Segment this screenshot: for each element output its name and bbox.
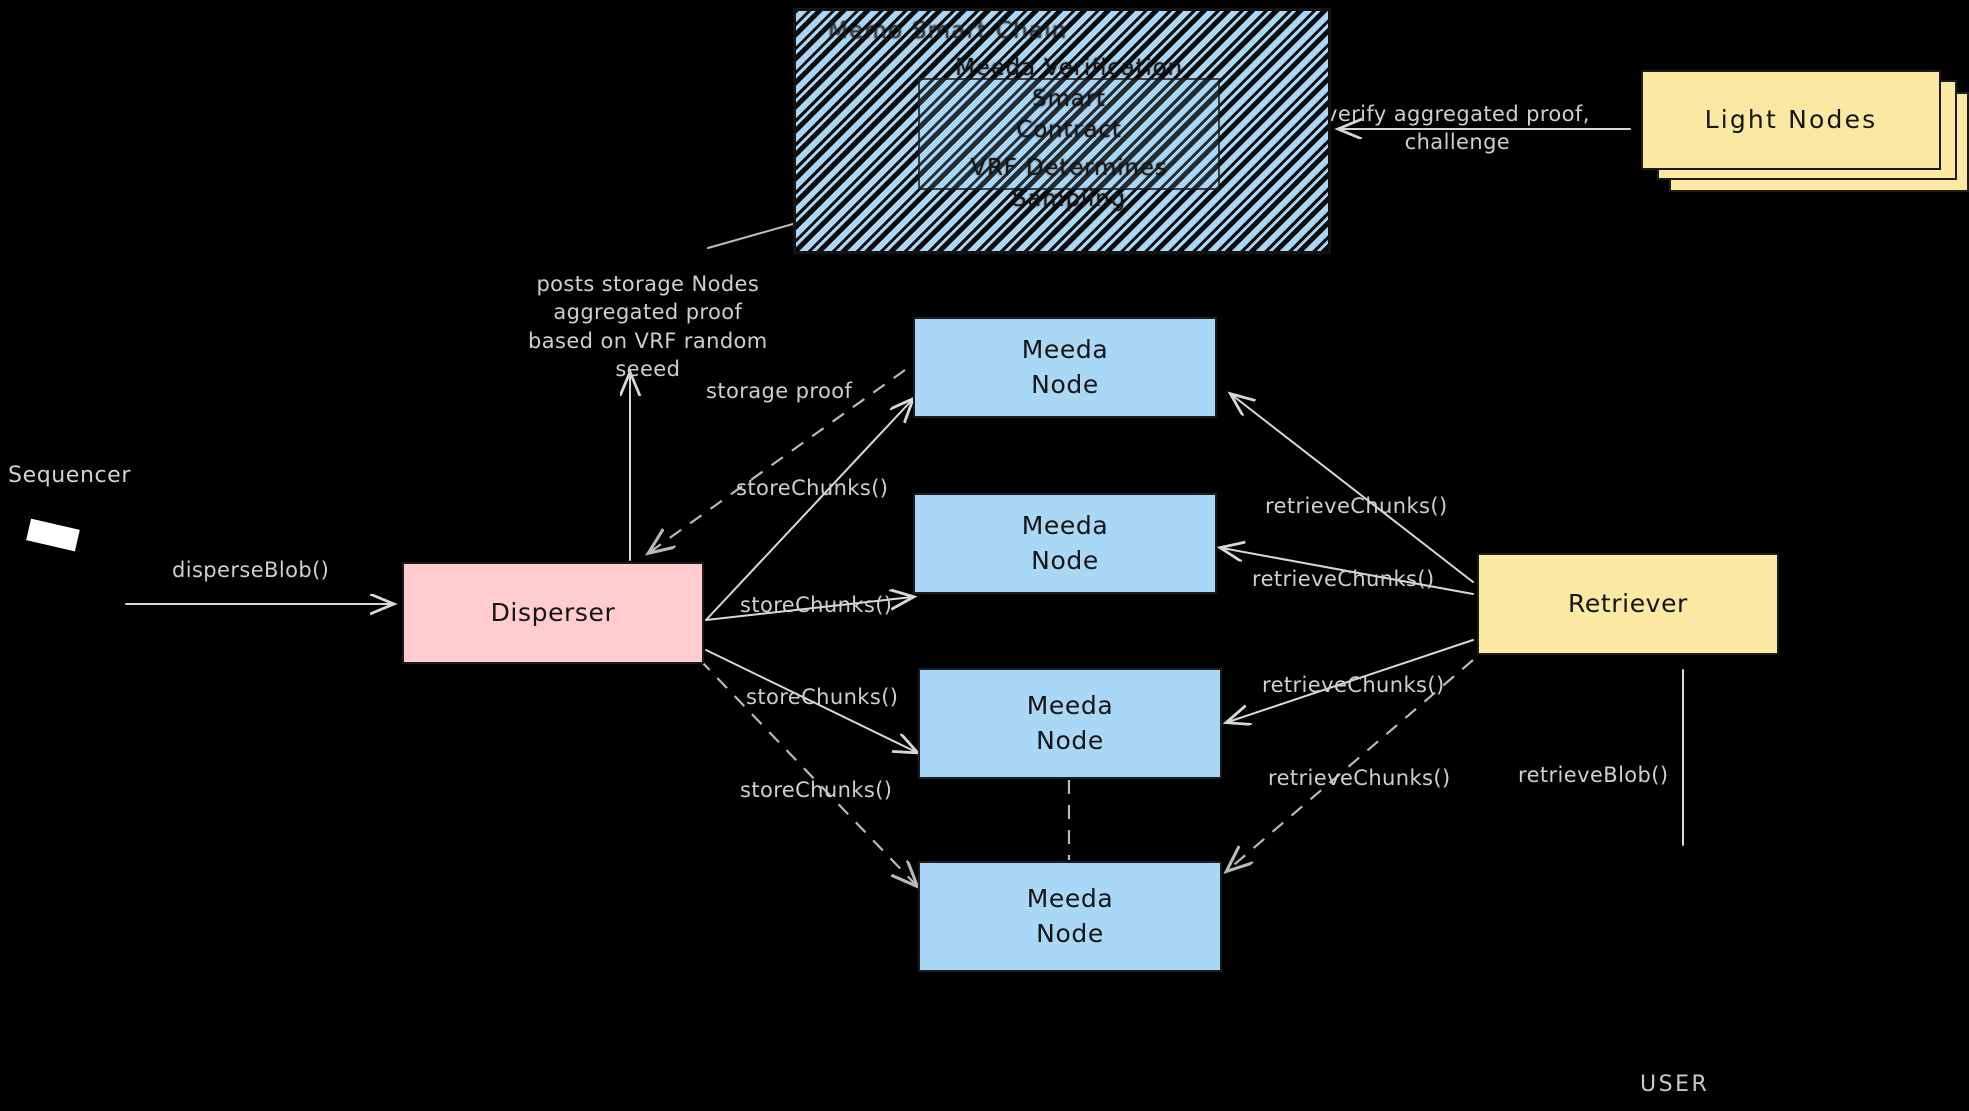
meeda-node-2-line1: Meeda	[1021, 511, 1109, 540]
meeda-node-4-line1: Meeda	[1026, 884, 1114, 913]
meeda-verification-contract-box[interactable]: Meeda Verification Smart Contract VRF De…	[918, 55, 1220, 212]
meeda-node-4[interactable]: Meeda Node	[918, 861, 1222, 972]
meeda-node-1-line1: Meeda	[1021, 335, 1109, 364]
edge-label-verify-proof: verify aggregated proof, challenge	[1325, 102, 1590, 155]
meeda-node-2-label: Meeda Node	[1022, 509, 1109, 578]
edge-label-retrieve-chunks-4: retrieveChunks()	[1268, 766, 1451, 790]
meeda-node-1[interactable]: Meeda Node	[913, 317, 1217, 418]
edge-store-chunks-1	[705, 400, 912, 621]
contract-name-line1: Meeda Verification Smart	[955, 55, 1183, 113]
retriever-label: Retriever	[1568, 588, 1688, 618]
meeda-node-3-label: Meeda Node	[1027, 689, 1114, 758]
meeda-node-2-line2: Node	[1031, 545, 1099, 575]
light-nodes-label: Light Nodes	[1704, 104, 1878, 134]
edge-label-retrieve-chunks-1: retrieveChunks()	[1265, 494, 1448, 518]
disperser-label: Disperser	[490, 597, 616, 627]
edge-label-retrieve-blob: retrieveBlob()	[1518, 763, 1669, 787]
edge-label-store-chunks-4: storeChunks()	[740, 778, 893, 802]
disperser-box[interactable]: Disperser	[402, 562, 704, 664]
edge-label-retrieve-chunks-2: retrieveChunks()	[1252, 567, 1435, 591]
meeda-node-1-line2: Node	[1031, 369, 1099, 399]
meeda-node-2[interactable]: Meeda Node	[913, 493, 1217, 594]
edge-label-disperse-blob: disperseBlob()	[172, 558, 330, 582]
edge-label-storage-proof: storage proof	[706, 379, 853, 403]
edge-label-store-chunks-2: storeChunks()	[740, 593, 893, 617]
meeda-node-4-label: Meeda Node	[1027, 882, 1114, 951]
edge-label-store-chunks-1: storeChunks()	[736, 476, 889, 500]
edge-label-posts-proof: posts storage Nodes aggregated proof bas…	[528, 272, 768, 382]
edge-label-store-chunks-3: storeChunks()	[746, 685, 899, 709]
memo-smart-chain-title: Memo Smart Chain	[828, 18, 1068, 44]
contract-name-line2: Contract	[1016, 117, 1122, 144]
edge-retrieve-chunks-1	[1232, 395, 1474, 583]
memo-smart-chain-box[interactable]	[793, 8, 1331, 254]
edge-label-retrieve-chunks-3: retrieveChunks()	[1262, 673, 1445, 697]
meeda-node-3[interactable]: Meeda Node	[918, 668, 1222, 779]
retriever-box[interactable]: Retriever	[1477, 553, 1779, 655]
light-nodes-box[interactable]: Light Nodes	[1641, 70, 1941, 170]
meeda-node-4-line2: Node	[1036, 918, 1104, 948]
meeda-node-3-line2: Node	[1036, 725, 1104, 755]
user-label: USER	[1640, 1072, 1710, 1097]
sequencer-label: Sequencer	[8, 463, 131, 488]
meeda-node-3-line1: Meeda	[1026, 691, 1114, 720]
edge-posts-proof-tail	[707, 221, 801, 249]
contract-vrf-line: VRF Determines Sampling	[970, 154, 1168, 212]
sequencer-marker	[26, 518, 80, 552]
meeda-node-1-label: Meeda Node	[1022, 333, 1109, 402]
